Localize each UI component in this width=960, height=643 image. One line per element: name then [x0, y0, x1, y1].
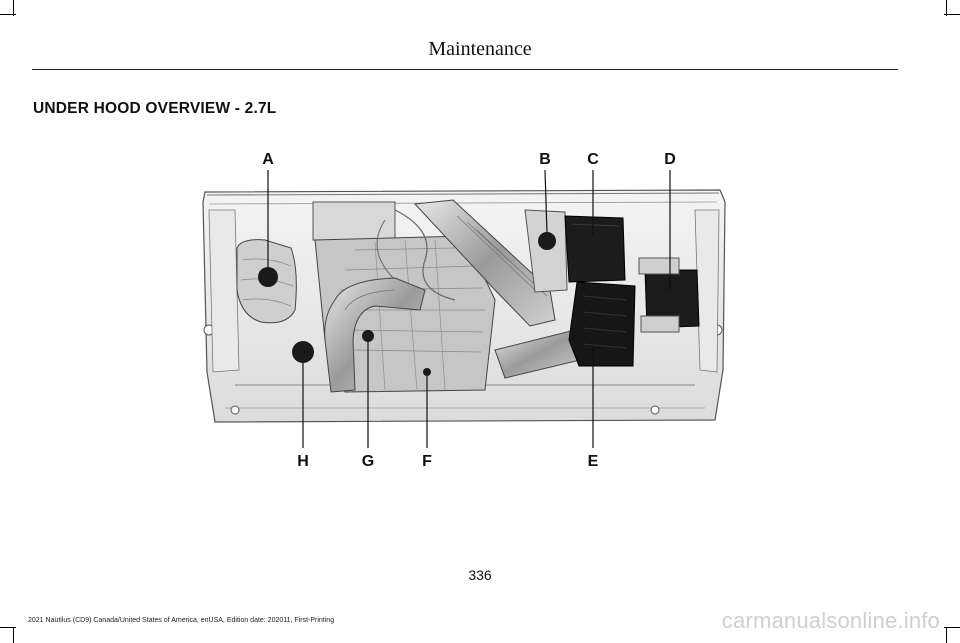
callout-label-a: A	[262, 151, 274, 168]
crop-mark-bottom-left	[0, 627, 16, 628]
crop-mark-bottom-left	[13, 627, 14, 643]
page-number: 336	[468, 567, 492, 583]
crop-mark-bottom-right	[944, 627, 960, 628]
crop-mark-top-left	[0, 14, 16, 15]
callout-label-c: C	[587, 151, 599, 168]
crop-mark-bottom-right	[946, 627, 947, 643]
callout-label-e: E	[588, 453, 599, 470]
callout-label-g: G	[362, 453, 374, 470]
section-title: UNDER HOOD OVERVIEW - 2.7L	[33, 100, 277, 117]
crop-mark-top-right	[944, 14, 960, 15]
callout-label-d: D	[664, 151, 676, 168]
engine-bay-illustration: A B C D E F G H	[202, 151, 726, 470]
crop-mark-top-left	[13, 0, 14, 16]
header-divider	[32, 69, 898, 70]
callout-label-h: H	[297, 453, 309, 470]
callout-label-b: B	[539, 151, 551, 168]
page-header-title: Maintenance	[428, 38, 532, 60]
engine-bay-diagram: A B C D E F G H	[195, 140, 735, 480]
footer-edition-text: 2021 Nautilus (CD9) Canada/United States…	[28, 617, 335, 624]
watermark: carmanualsonline.info	[721, 608, 940, 633]
callout-label-f: F	[422, 453, 432, 470]
crop-mark-top-right	[946, 0, 947, 16]
